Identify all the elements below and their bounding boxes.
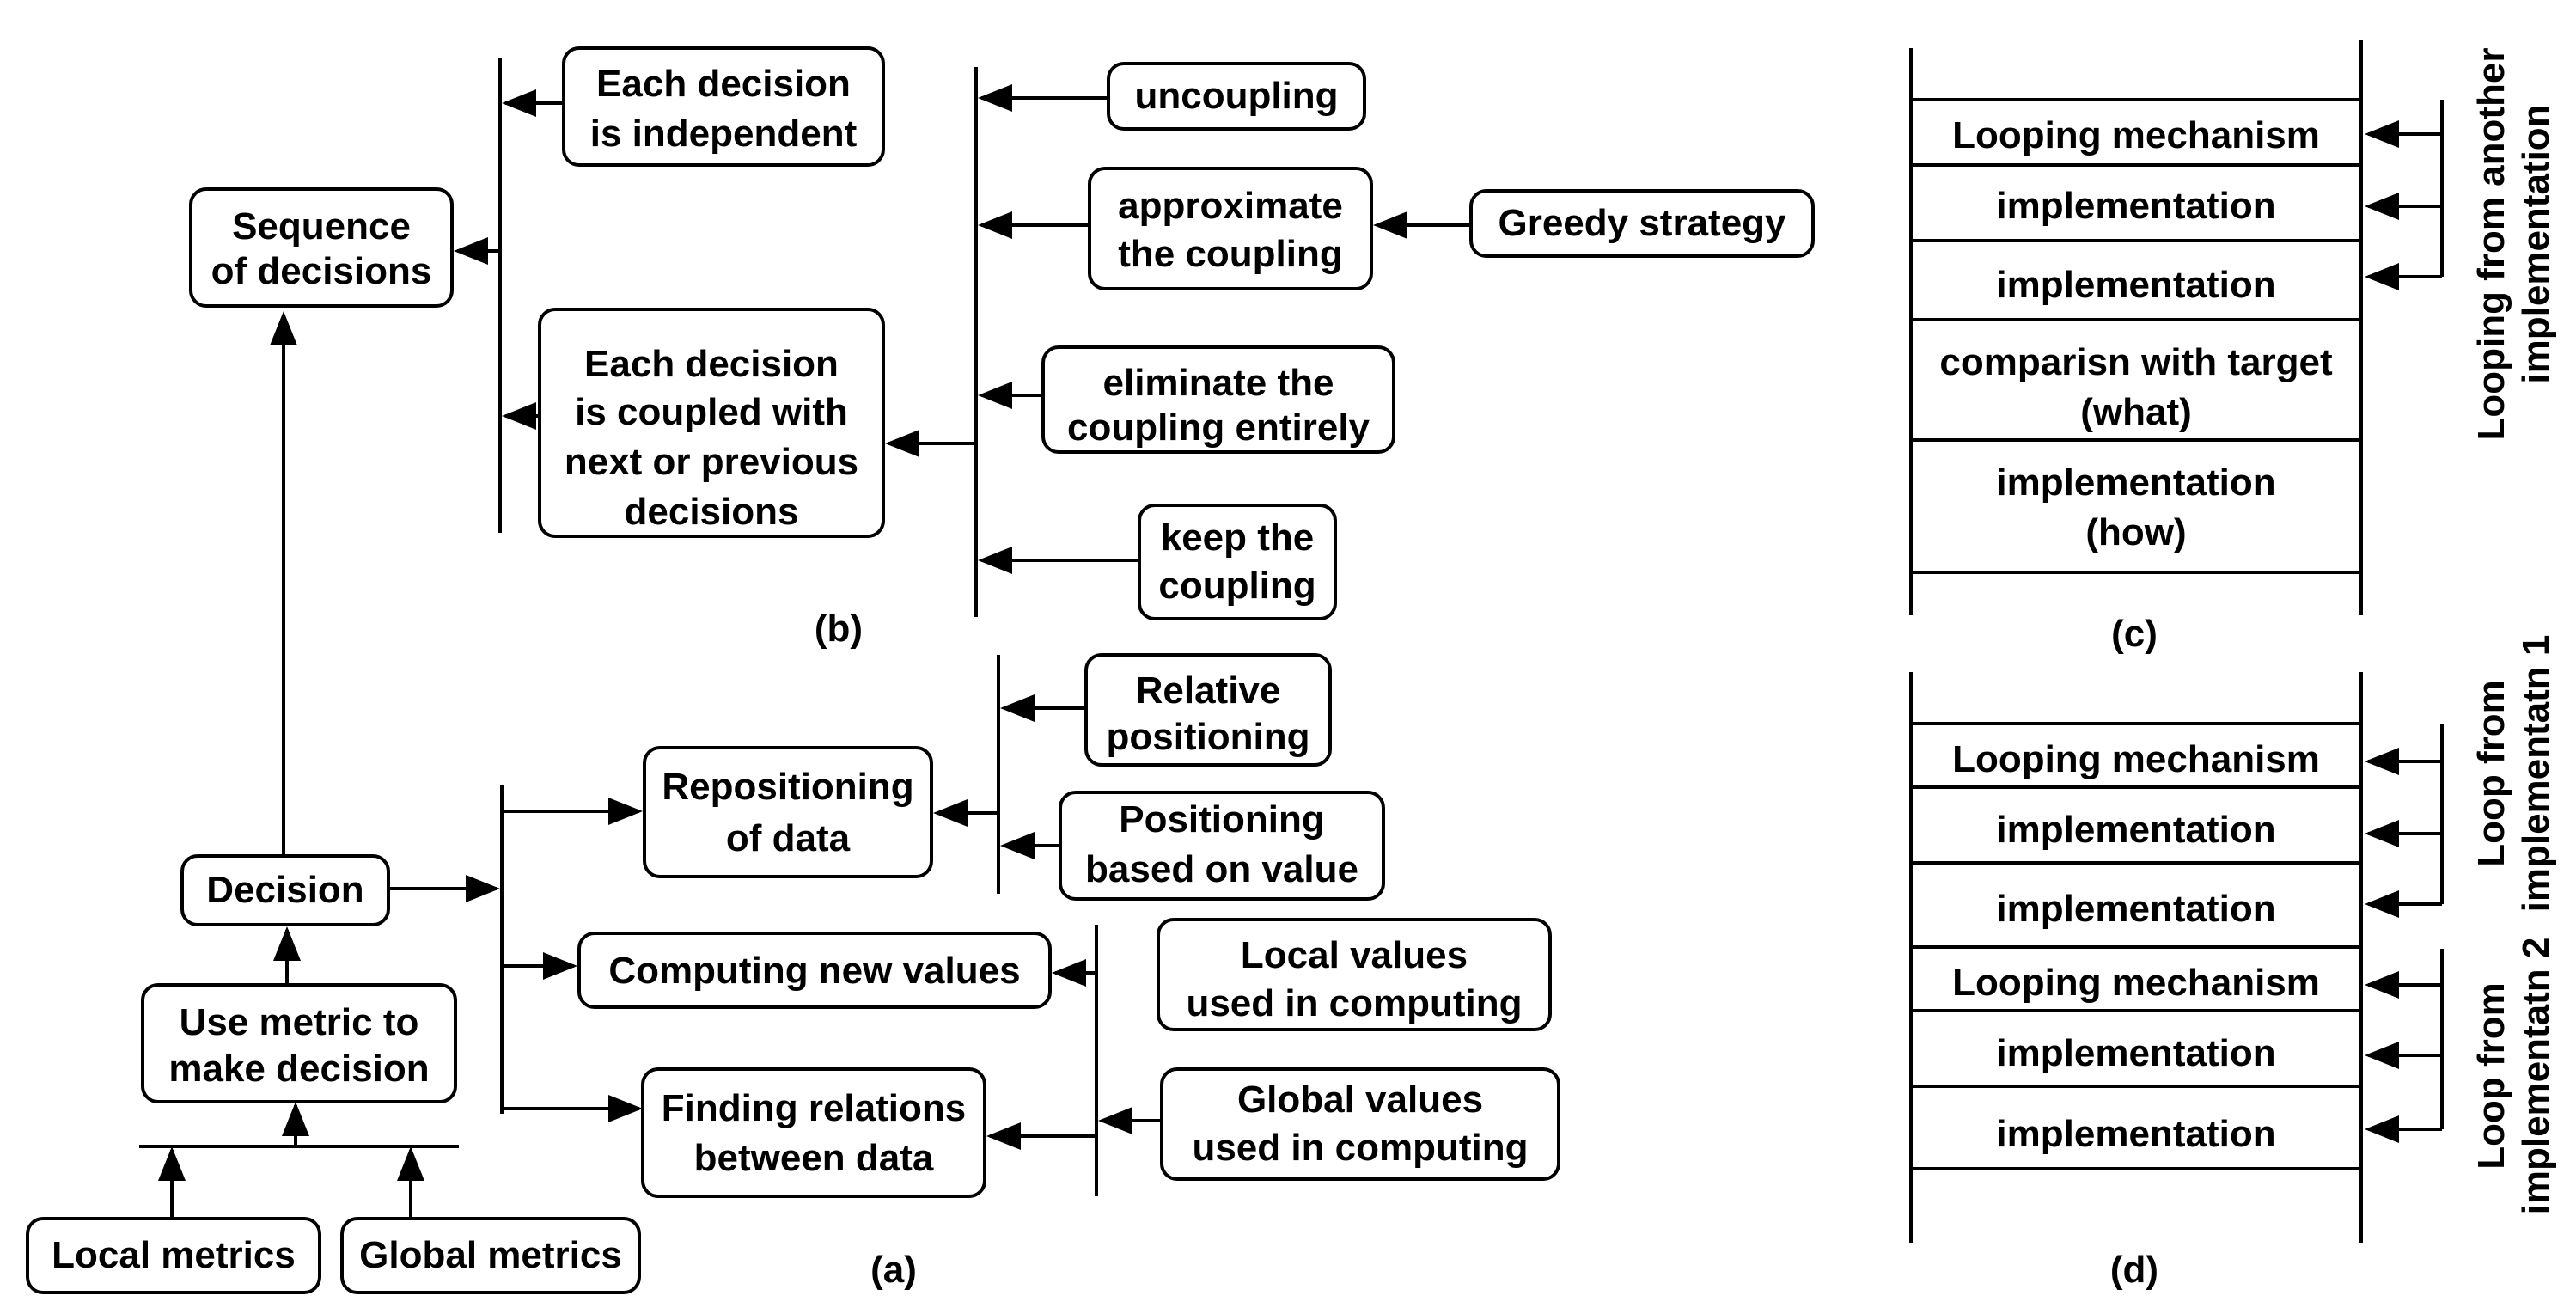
positioning-value-box: [1059, 791, 1385, 901]
stack-c-row-4-line-2: (what): [2080, 391, 2192, 433]
positioning-value-line-1: Positioning: [1119, 798, 1325, 840]
finding-relations-line-1: Finding relations: [662, 1087, 966, 1129]
approximate-box: [1088, 167, 1373, 290]
positioning-value-line-2: based on value: [1085, 848, 1358, 890]
relative-positioning-box: [1084, 653, 1332, 767]
greedy-label: Greedy strategy: [1498, 202, 1786, 244]
keep-line-2: coupling: [1158, 565, 1315, 607]
sequence-box: [189, 187, 454, 308]
loop-d2-label-line-1: Loop from: [2470, 982, 2512, 1170]
stack-d-row-4: Looping mechanism: [1952, 962, 2320, 1004]
stack-c-row-1: Looping mechanism: [1952, 114, 2320, 156]
stack-c-row-3: implementation: [1996, 264, 2275, 306]
eliminate-line-2: coupling entirely: [1067, 406, 1370, 449]
sequence-line-1: Sequence: [232, 205, 411, 248]
panel-a: Local metrics Global metrics Use metric …: [26, 311, 1560, 1294]
loop-c-label-line-2: implementation: [2515, 104, 2557, 383]
stack-d-row-1: Looping mechanism: [1952, 738, 2320, 780]
loop-d1-label-line-1: Loop from: [2470, 680, 2512, 867]
uncoupling-label: uncoupling: [1134, 75, 1338, 117]
stack-d-row-2: implementation: [1996, 809, 2275, 851]
caption-d: (d): [2110, 1249, 2158, 1291]
independent-line-1: Each decision: [596, 63, 851, 105]
finding-relations-line-2: between data: [694, 1137, 934, 1179]
coupled-line-4: decisions: [625, 491, 799, 533]
stack-d-row-5: implementation: [1996, 1032, 2275, 1074]
caption-a: (a): [870, 1249, 917, 1291]
global-values-line-2: used in computing: [1192, 1127, 1528, 1169]
repositioning-box: [643, 746, 933, 878]
keep-box: [1138, 504, 1337, 620]
coupled-line-3: next or previous: [565, 441, 858, 483]
local-metrics-label: Local metrics: [52, 1234, 296, 1276]
stack-d-row-3: implementation: [1996, 888, 2275, 930]
computing-new-values-label: Computing new values: [608, 950, 1020, 992]
coupled-line-1: Each decision: [584, 343, 839, 385]
relative-positioning-line-2: positioning: [1106, 716, 1309, 758]
decision-label: Decision: [206, 869, 363, 911]
uncoupling-box: [1107, 62, 1366, 131]
local-values-line-2: used in computing: [1186, 982, 1522, 1024]
use-metric-box: [141, 983, 457, 1103]
keep-line-1: keep the: [1161, 516, 1315, 559]
global-metrics-label: Global metrics: [359, 1234, 622, 1276]
relative-positioning-line-1: Relative: [1136, 669, 1281, 712]
stack-d-row-6: implementation: [1996, 1113, 2275, 1155]
panel-d: Looping mechanism implementation impleme…: [1909, 635, 2557, 1291]
eliminate-line-1: eliminate the: [1103, 362, 1334, 404]
local-values-line-1: Local values: [1241, 934, 1468, 976]
finding-relations-box: [641, 1067, 986, 1198]
greedy-box: [1469, 189, 1815, 258]
use-metric-line-2: make decision: [168, 1048, 429, 1090]
computing-new-values-box: [577, 932, 1052, 1009]
eliminate-box: [1041, 345, 1395, 454]
caption-c: (c): [2111, 613, 2158, 655]
approximate-line-1: approximate: [1118, 185, 1343, 227]
stack-c-row-5-line-1: implementation: [1996, 461, 2275, 504]
loop-d2-label-line-2: implementatn 2: [2515, 938, 2557, 1215]
stack-c-row-2: implementation: [1996, 185, 2275, 227]
stack-c-row-4-line-1: comparisn with target: [1939, 341, 2333, 383]
coupled-line-2: is coupled with: [575, 391, 848, 433]
loop-d1-label-line-2: implementatn 1: [2515, 635, 2557, 913]
global-values-line-1: Global values: [1237, 1079, 1483, 1121]
global-values-box: [1160, 1067, 1560, 1181]
use-metric-line-1: Use metric to: [180, 1001, 419, 1043]
global-metrics-box: [340, 1217, 641, 1294]
independent-line-2: is independent: [590, 113, 858, 155]
caption-b: (b): [815, 608, 863, 650]
stack-c-row-5-line-2: (how): [2085, 511, 2186, 553]
repositioning-line-1: Repositioning: [662, 766, 913, 808]
approximate-line-2: the coupling: [1118, 233, 1343, 275]
coupled-box: [538, 308, 885, 538]
independent-box: [562, 46, 885, 167]
local-values-box: [1157, 918, 1552, 1031]
repositioning-line-2: of data: [726, 817, 851, 859]
sequence-line-2: of decisions: [211, 250, 432, 292]
panel-b: Sequence of decisions Each decision is i…: [189, 46, 1815, 650]
loop-c-label-line-1: Looping from another: [2470, 47, 2512, 440]
panel-c: Looping mechanism implementation impleme…: [1909, 40, 2557, 655]
